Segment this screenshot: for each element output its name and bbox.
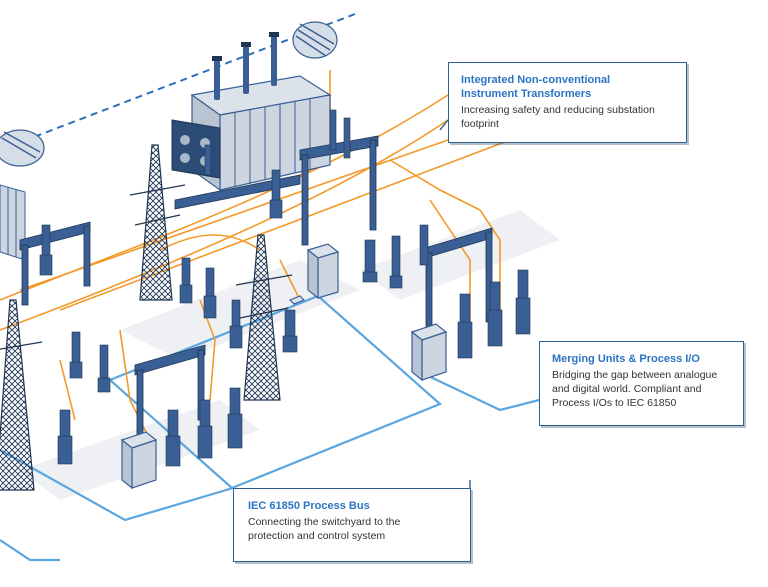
callout-description: Increasing safety and reducing substatio… [461,103,674,131]
callout-description: Bridging the gap between analogue and di… [552,368,731,410]
callout-merging-units: Merging Units & Process I/O Bridging the… [539,341,744,426]
lattice-towers [0,144,293,491]
callout-leaders [439,119,471,488]
gantries [19,135,493,441]
merging-unit-cabinets [120,243,448,490]
callout-title-line: Instrument Transformers [461,88,592,100]
callout-title-line: Integrated Non-conventional [461,74,611,86]
power-transformer [171,21,338,192]
callout-description: Connecting the switchyard to the protect… [248,515,458,543]
callout-title: IEC 61850 Process Bus [248,500,370,512]
callout-process-bus: IEC 61850 Process Bus Connecting the swi… [233,488,471,562]
callout-description-line: footprint [461,118,499,130]
equipment-columns [39,109,531,467]
callout-title: Merging Units & Process I/O [552,353,700,365]
callout-description-line: Process I/Os to IEC 61850 [552,397,677,409]
callout-description-line: protection and control system [248,530,386,542]
callout-title: Integrated Non-conventional Instrument T… [461,73,674,101]
callout-description-line: Increasing safety and reducing substatio… [461,104,655,116]
callout-description-line: and digital world. Compliant and [552,383,702,395]
callout-description-line: Bridging the gap between analogue [552,369,718,381]
callout-description-line: Connecting the switchyard to the [248,516,401,528]
callout-non-conventional-transformers: Integrated Non-conventional Instrument T… [448,62,687,143]
